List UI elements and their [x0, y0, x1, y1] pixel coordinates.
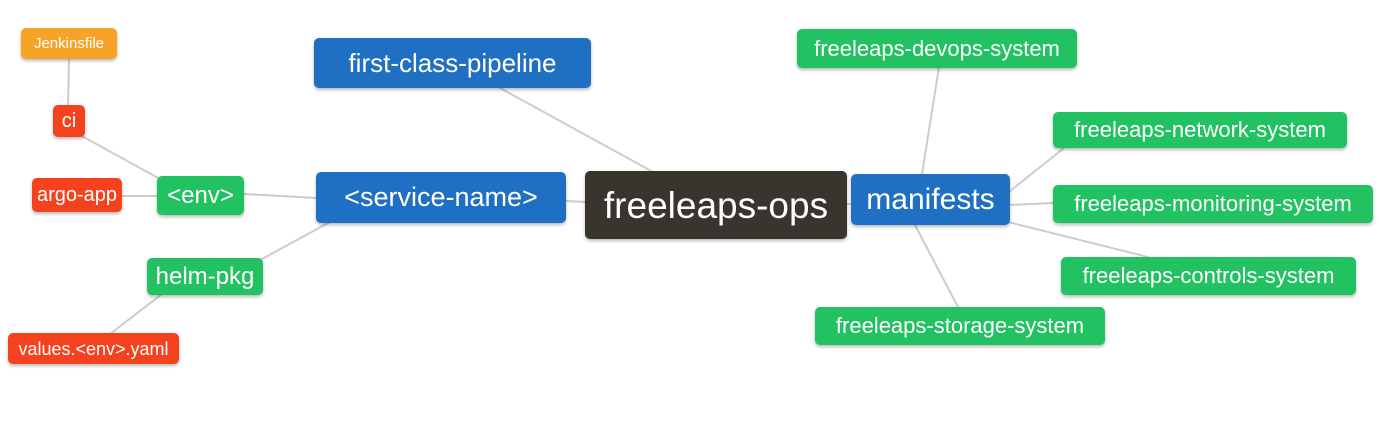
node-manifests[interactable]: manifests: [851, 174, 1010, 225]
node-argo-app[interactable]: argo-app: [32, 178, 122, 212]
node-first-class-pipeline[interactable]: first-class-pipeline: [314, 38, 591, 88]
node-storage-system[interactable]: freeleaps-storage-system: [815, 307, 1105, 345]
edge-first-class-pipeline-to-freeleaps-ops: [499, 87, 654, 173]
edge-manifests-to-controls-system: [1007, 221, 1149, 258]
node-devops-system[interactable]: freeleaps-devops-system: [797, 29, 1077, 68]
edge-manifests-to-monitoring-system: [1009, 202, 1054, 206]
node-helm-pkg[interactable]: helm-pkg: [147, 258, 263, 295]
edge-ci-to-env: [79, 134, 161, 180]
edge-helm-pkg-to-values-env-yaml: [109, 293, 163, 335]
edge-env-to-service-name: [243, 193, 317, 199]
node-values-env-yaml[interactable]: values.<env>.yaml: [8, 333, 179, 364]
edge-service-name-to-helm-pkg: [261, 221, 331, 260]
edge-manifests-to-storage-system: [914, 224, 959, 308]
node-service-name[interactable]: <service-name>: [316, 172, 566, 223]
node-env[interactable]: <env>: [157, 176, 244, 215]
node-jenkinsfile[interactable]: Jenkinsfile: [21, 28, 117, 59]
node-controls-system[interactable]: freeleaps-controls-system: [1061, 257, 1356, 295]
edge-service-name-to-freeleaps-ops: [565, 200, 587, 203]
node-monitoring-system[interactable]: freeleaps-monitoring-system: [1053, 185, 1373, 223]
edge-jenkinsfile-to-ci: [67, 58, 70, 107]
node-ci[interactable]: ci: [53, 105, 85, 137]
node-freeleaps-ops[interactable]: freeleaps-ops: [585, 171, 847, 239]
node-network-system[interactable]: freeleaps-network-system: [1053, 112, 1347, 148]
edge-manifests-to-devops-system: [921, 66, 940, 175]
